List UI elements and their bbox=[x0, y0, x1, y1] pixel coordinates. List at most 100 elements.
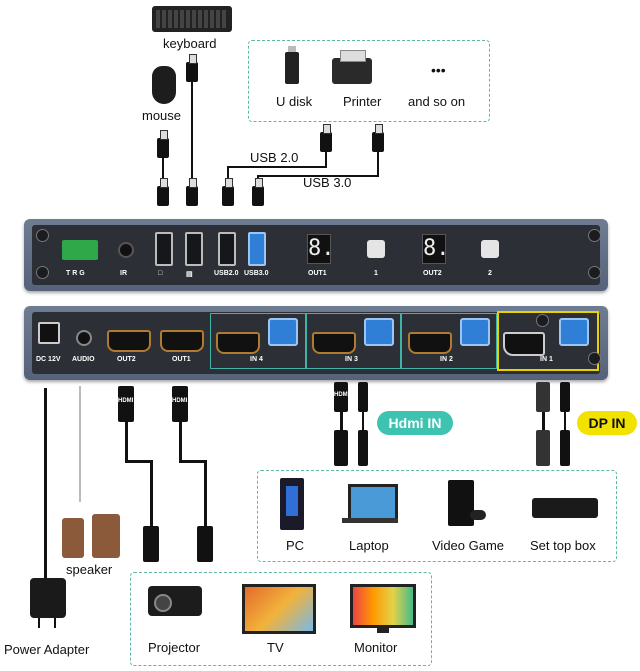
in3-hdmi-port bbox=[312, 332, 356, 354]
in2-label: IN 2 bbox=[440, 356, 453, 363]
trg-label: T R G bbox=[66, 270, 85, 277]
out2-hdmi-cable-drop bbox=[150, 460, 153, 526]
laptop-icon bbox=[342, 484, 398, 524]
speaker-label: speaker bbox=[66, 562, 113, 577]
out1-hdmi-plug-bottom bbox=[197, 526, 213, 562]
in1-label: IN 1 bbox=[540, 356, 553, 363]
usb20-port-plug bbox=[222, 178, 234, 206]
usb-in-plug-bottom bbox=[358, 430, 368, 466]
out2-hdmi-plug-top bbox=[118, 386, 134, 422]
in3-group bbox=[305, 313, 402, 369]
set-top-box-icon bbox=[532, 498, 598, 518]
video-game-label: Video Game bbox=[432, 538, 505, 553]
in2-group bbox=[400, 313, 497, 369]
audio-jack bbox=[76, 330, 92, 346]
out2-display: 8. bbox=[422, 234, 450, 264]
u-disk-icon bbox=[285, 46, 299, 84]
front-screw-right-bottom bbox=[588, 266, 601, 279]
in4-group bbox=[210, 313, 307, 369]
dp-usb-plug-bottom bbox=[560, 430, 570, 466]
dp-in-plug-bottom bbox=[536, 430, 550, 466]
tv-icon bbox=[242, 584, 316, 634]
power-adapter-icon bbox=[30, 578, 66, 618]
usb20-device-plug bbox=[320, 124, 332, 152]
projector-label: Projector bbox=[148, 640, 201, 655]
hdmi-in-badge: Hdmi IN bbox=[377, 411, 453, 435]
set-top-box-label: Set top box bbox=[530, 538, 596, 553]
switch-button-2[interactable] bbox=[481, 240, 499, 258]
and-so-on-label: and so on bbox=[408, 94, 466, 109]
out1-label: OUT1 bbox=[308, 270, 327, 277]
mouse-usb-plug-top bbox=[157, 130, 169, 158]
keyboard-icon bbox=[152, 6, 232, 32]
in4-usb-port bbox=[268, 318, 298, 346]
monitor-icon bbox=[350, 584, 416, 633]
laptop-label: Laptop bbox=[349, 538, 389, 553]
u-disk-label: U disk bbox=[276, 94, 313, 109]
in2-usb-port bbox=[460, 318, 490, 346]
in1-usb-port bbox=[559, 318, 589, 346]
speaker-icon bbox=[62, 514, 122, 558]
mouse-label: mouse bbox=[142, 108, 182, 123]
back-screw-right bbox=[588, 352, 601, 365]
usb20-port bbox=[218, 232, 236, 266]
mouse-usb-port bbox=[155, 232, 173, 266]
mouse-cable bbox=[162, 158, 164, 188]
usb-devices-box bbox=[248, 40, 490, 122]
out2-hdmi-port bbox=[107, 330, 151, 352]
usb-in-cable bbox=[362, 412, 364, 430]
hdmi-in-cable bbox=[340, 412, 343, 430]
in4-hdmi-port bbox=[216, 332, 260, 354]
front-screw-left-bottom bbox=[36, 266, 49, 279]
dp-in-badge: DP IN bbox=[577, 411, 637, 435]
button-1-label: 1 bbox=[374, 270, 378, 277]
dc-label: DC 12V bbox=[36, 356, 61, 363]
power-cable bbox=[44, 388, 47, 578]
out1-hdmi-cable bbox=[179, 422, 182, 462]
out1-display: 8. bbox=[307, 234, 335, 264]
out1-hdmi-plug-top bbox=[172, 386, 188, 422]
dp-usb-plug-top bbox=[560, 382, 570, 412]
usb20-cable-vertical bbox=[325, 152, 327, 166]
out2-hdmi-cable-horizontal bbox=[125, 460, 153, 463]
video-game-icon bbox=[448, 480, 486, 530]
more-dots: ••• bbox=[431, 62, 446, 78]
projector-icon bbox=[148, 586, 202, 616]
usb30-label: USB 3.0 bbox=[303, 175, 352, 190]
button-2-label: 2 bbox=[488, 270, 492, 277]
usb30-cable-vertical bbox=[377, 152, 379, 176]
switch-button-1[interactable] bbox=[367, 240, 385, 258]
printer-icon bbox=[332, 50, 372, 84]
mouse-icon bbox=[152, 66, 176, 104]
hdmi-text-1: HDMI bbox=[118, 398, 134, 404]
power-prong-left bbox=[38, 618, 40, 628]
dp-in-cable bbox=[542, 412, 545, 430]
usb20-cable-horizontal bbox=[227, 166, 327, 168]
keyboard-label: keyboard bbox=[163, 36, 217, 51]
usb30-device-plug bbox=[372, 124, 384, 152]
outputs-box bbox=[130, 572, 432, 666]
hdmi-text-3: HDMI bbox=[334, 392, 350, 398]
power-prong-right bbox=[54, 618, 56, 628]
usb30-port bbox=[248, 232, 266, 266]
front-screw-right-top bbox=[588, 229, 601, 242]
front-screw-left-top bbox=[36, 229, 49, 242]
mouse-port-icon: □ bbox=[158, 270, 163, 277]
keyboard-usb-port bbox=[185, 232, 203, 266]
usb30-port-label: USB3.0 bbox=[244, 270, 269, 277]
dp-in-plug-top bbox=[536, 382, 550, 412]
back-screw-left bbox=[536, 314, 549, 327]
keyboard-usb-plug-top bbox=[186, 54, 198, 82]
tv-label: TV bbox=[267, 640, 284, 655]
in1-dp-port bbox=[503, 332, 545, 356]
back-out1-label: OUT1 bbox=[172, 356, 191, 363]
ir-sensor bbox=[118, 242, 134, 258]
sources-box bbox=[257, 470, 617, 562]
printer-label: Printer bbox=[343, 94, 382, 109]
back-out2-label: OUT2 bbox=[117, 356, 136, 363]
keyboard-port-icon: ▤ bbox=[186, 271, 193, 278]
hdmi-in-plug-top bbox=[334, 382, 348, 412]
hdmi-in-plug-bottom bbox=[334, 430, 348, 466]
usb20-cable-drop bbox=[227, 166, 229, 188]
usb20-label: USB 2.0 bbox=[250, 150, 299, 165]
